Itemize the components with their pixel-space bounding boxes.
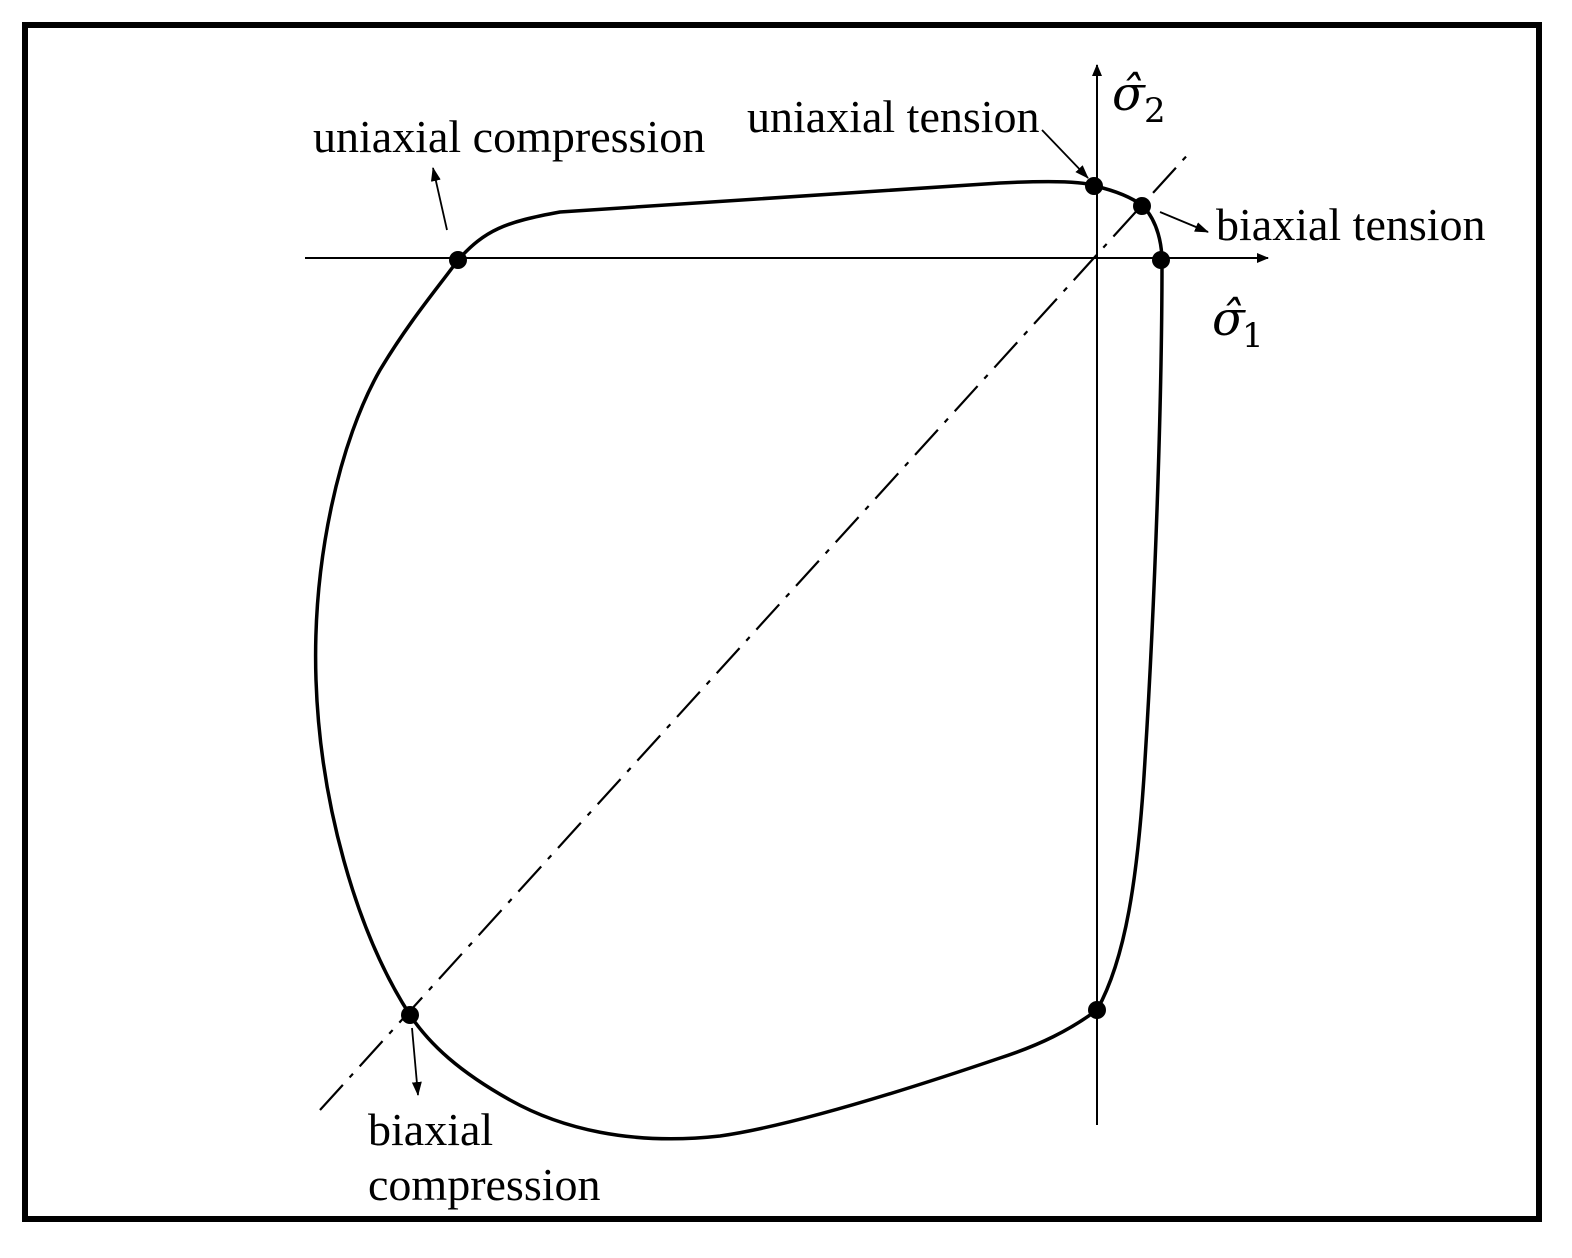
lower-right-point <box>1088 1001 1106 1019</box>
biaxial-tension-label: biaxial tension <box>1216 199 1486 250</box>
equibiaxial-diagonal-line <box>319 149 1193 1111</box>
sigma1-axis-subscript: 1 <box>1242 316 1264 356</box>
uniaxial-tension-arrow <box>1041 129 1089 179</box>
biaxial-compression-label-line1: biaxial <box>368 1104 493 1155</box>
uniaxial-tension-point <box>1085 177 1103 195</box>
uniaxial-compression-arrow <box>430 167 448 231</box>
sigma1-intercept-point <box>1152 251 1170 269</box>
uniaxial-tension-label: uniaxial tension <box>747 91 1040 142</box>
biaxial-compression-arrow <box>411 1027 422 1096</box>
figure-border <box>22 22 1542 1222</box>
sigma2-axis-label: σ̂ <box>1112 66 1146 122</box>
biaxial-tension-point <box>1133 197 1151 215</box>
uniaxial-compression-point <box>449 251 467 269</box>
sigma2-axis-subscript: 2 <box>1144 91 1166 131</box>
biaxial-compression-label-line2: compression <box>368 1159 601 1210</box>
sigma1-axis-label: σ̂ <box>1212 291 1246 347</box>
failure-surface-curve <box>313 179 1164 1141</box>
uniaxial-compression-label: uniaxial compression <box>313 111 705 162</box>
biaxial-compression-point <box>401 1006 419 1024</box>
biaxial-tension-arrow <box>1159 211 1209 233</box>
